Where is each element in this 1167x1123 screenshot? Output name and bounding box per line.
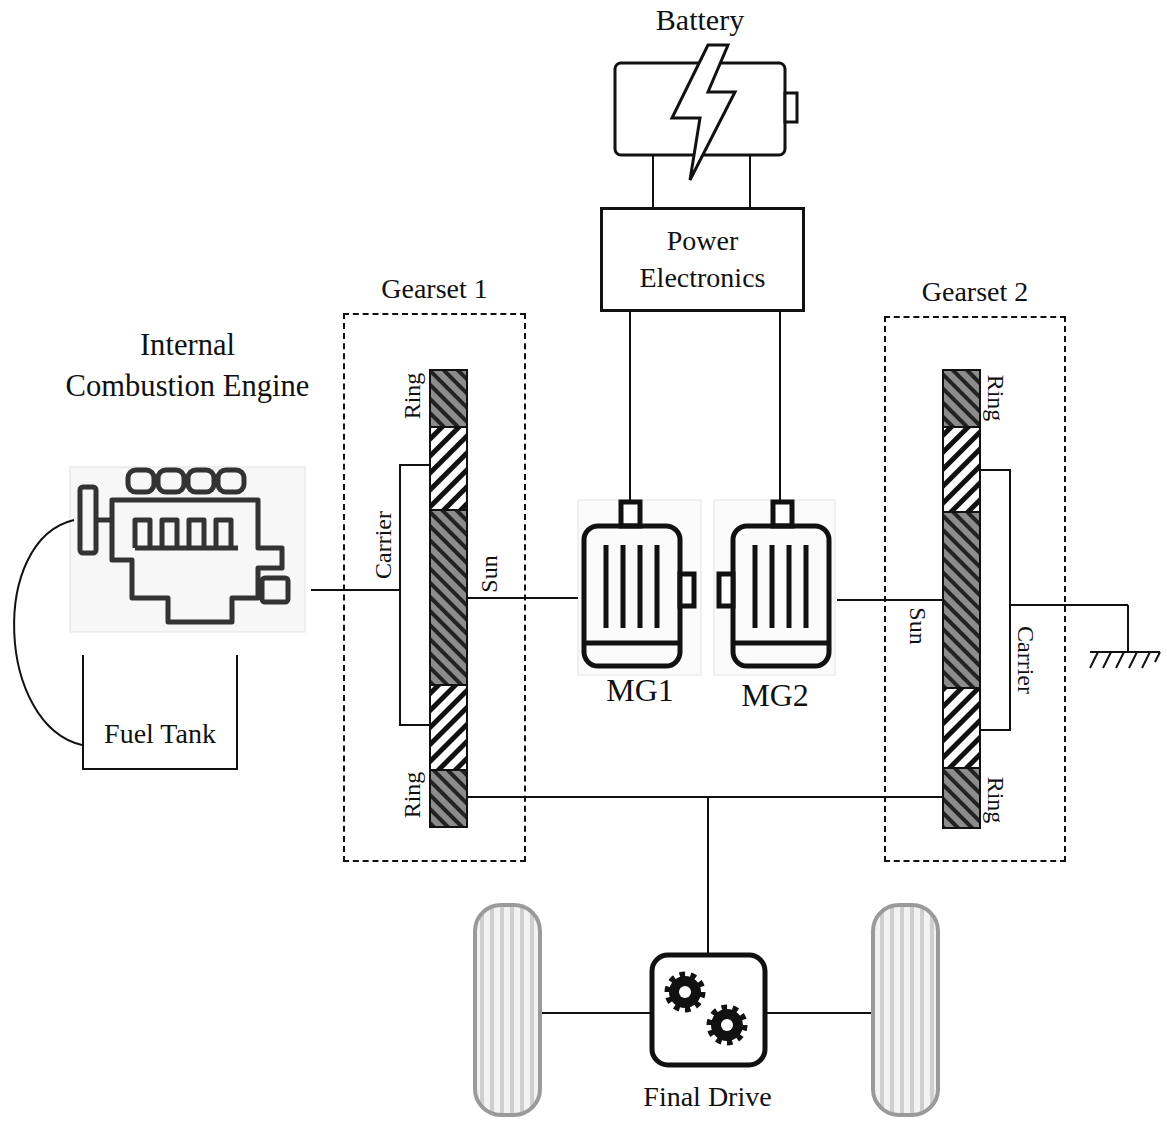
- motor-base: [584, 641, 680, 646]
- motor-terminal: [773, 502, 792, 526]
- ring-shaft: [884, 796, 943, 798]
- connector-line: [749, 155, 751, 207]
- lightning-bolt: [672, 45, 735, 180]
- gear-part-label: Ring: [400, 373, 424, 420]
- engine-shaft: [343, 589, 400, 591]
- carrier-shaft: [1010, 604, 1128, 606]
- connector-line: [779, 312, 781, 500]
- battery-icon: [615, 45, 797, 180]
- motor-windings: [755, 545, 806, 628]
- connector-line: [629, 312, 631, 500]
- motor-body: [584, 526, 680, 666]
- engine-block: [112, 500, 282, 622]
- motor-icon-ground: [714, 500, 835, 675]
- mg1-icon: [578, 500, 701, 675]
- gearset-box: Gearset 2: [884, 316, 1066, 862]
- engine: Internal Combustion Engine: [64, 325, 311, 632]
- cylinder: [218, 470, 244, 492]
- gear-part-label: Carrier: [371, 511, 395, 579]
- final-drive: Final Drive: [605, 953, 810, 1115]
- sun-gear: [430, 510, 467, 685]
- connector-line: [14, 520, 82, 745]
- gear: [711, 1009, 743, 1041]
- carrier-bracket: [400, 465, 430, 725]
- gear-part-label: Ring: [400, 772, 424, 819]
- gear-hole: [679, 986, 691, 998]
- motor-base: [733, 641, 829, 646]
- ground-hatch: [1090, 652, 1160, 668]
- final-drive-icon: [652, 955, 765, 1065]
- cylinder: [128, 470, 154, 492]
- sun-shaft: [884, 599, 943, 601]
- engine-label: Internal Combustion Engine: [64, 325, 311, 408]
- gear-part-label: Sun: [906, 607, 930, 644]
- gearset-1-internals: [343, 370, 526, 827]
- mg2-icon: [714, 500, 835, 675]
- sun-shaft: [467, 597, 526, 599]
- ring-gear: [430, 770, 467, 827]
- fuel-tank-label: Fuel Tank: [104, 716, 216, 752]
- motor-generator-label: MG1: [606, 670, 674, 712]
- battery-label: Battery: [656, 0, 744, 39]
- axle: [765, 1012, 873, 1014]
- motor-icon-ground: [578, 500, 701, 675]
- planet-gear: [430, 685, 467, 770]
- cylinder: [188, 470, 214, 492]
- gear-part-label: Ring: [984, 777, 1008, 824]
- output-shaft: [262, 578, 288, 602]
- ring-gear: [430, 370, 467, 427]
- ground-post: [1127, 605, 1129, 652]
- ring-gear: [943, 768, 980, 828]
- gearset-box-label: Gearset 1: [381, 271, 488, 307]
- flywheel: [80, 487, 96, 553]
- planet-gear: [943, 427, 980, 512]
- fuel-tank: Fuel Tank: [82, 655, 238, 770]
- connector-line: [311, 589, 343, 591]
- power-electronics-box: Power Electronics: [600, 207, 805, 312]
- gear-part-label: Sun: [477, 555, 501, 592]
- final-drive-label: Final Drive: [643, 1079, 771, 1115]
- motor-generator: MG1: [578, 500, 702, 712]
- carrier-bracket: [980, 470, 1010, 730]
- connector-line: [526, 797, 708, 953]
- motor-generator-label: MG2: [741, 675, 809, 717]
- ring-shaft: [467, 796, 526, 798]
- motor-shaft: [719, 574, 733, 606]
- axle: [540, 1012, 652, 1014]
- planet-gear: [430, 427, 467, 510]
- planet-gear: [943, 688, 980, 768]
- wheel: [475, 905, 540, 1115]
- engine-icon: [70, 467, 305, 632]
- cylinder: [158, 470, 184, 492]
- manifold: [135, 520, 238, 548]
- motor-generator: MG2: [713, 500, 837, 717]
- power-electronics-box-label: Power Electronics: [607, 223, 798, 296]
- gear-hole: [721, 1019, 733, 1031]
- connector-line: [708, 797, 884, 953]
- battery: Battery: [610, 0, 790, 155]
- motor-terminal: [621, 502, 640, 526]
- motor-windings: [606, 545, 657, 628]
- motor-body: [733, 526, 829, 666]
- battery-terminal: [785, 93, 797, 122]
- gear-part-label: Ring: [984, 375, 1008, 422]
- gearset-2-internals: [884, 370, 1160, 828]
- wheel: [873, 905, 938, 1115]
- engine-icon-ground: [70, 467, 305, 632]
- gearset-box-label: Gearset 2: [922, 274, 1029, 310]
- sun-gear: [943, 512, 980, 688]
- wheels: [475, 905, 938, 1115]
- gear-part-label: Carrier: [1014, 626, 1038, 694]
- connector-line: [526, 597, 578, 599]
- final-drive-housing: [652, 955, 765, 1065]
- connector-line: [837, 599, 884, 601]
- gear: [669, 976, 701, 1008]
- motor-shaft: [680, 574, 694, 606]
- ring-gear: [943, 370, 980, 427]
- connector-line: [652, 155, 654, 207]
